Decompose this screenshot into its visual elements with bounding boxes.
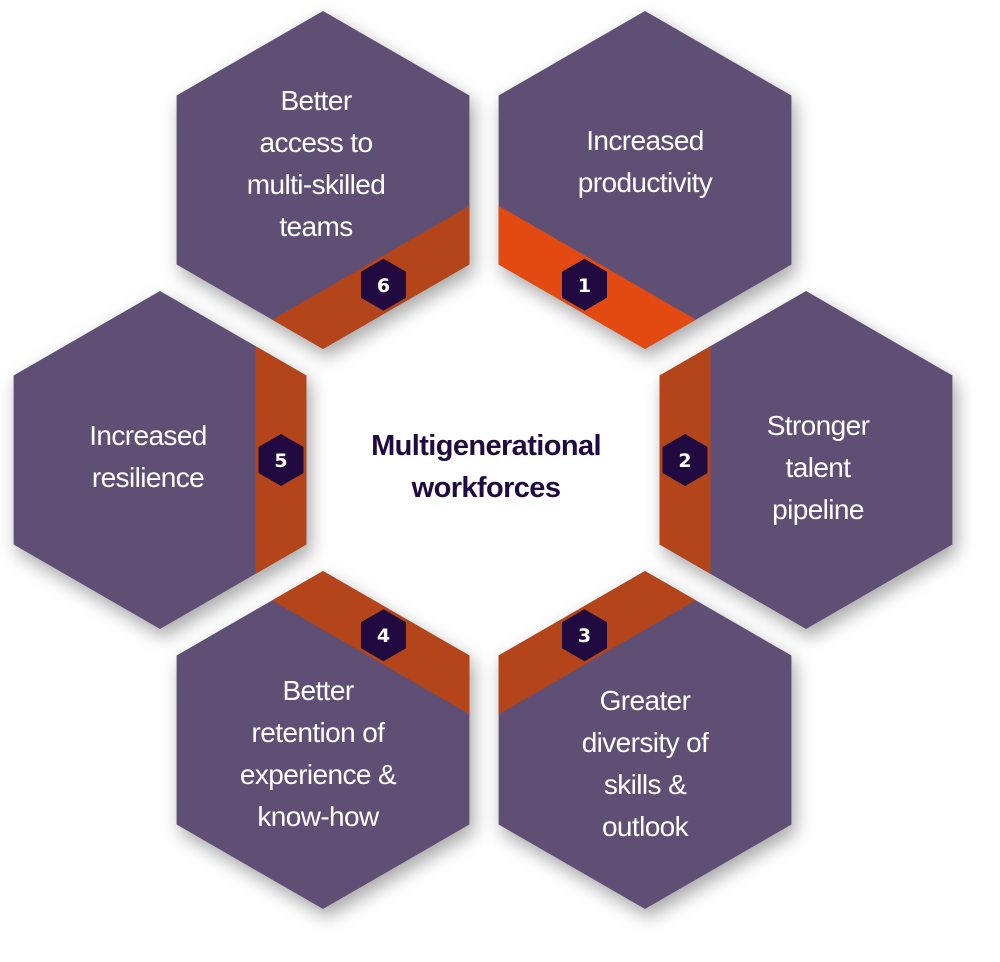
number-badge-icon	[662, 434, 708, 486]
hexagon-label-line: resilience	[92, 462, 204, 493]
hexagon-label-line: multi-skilled	[247, 169, 385, 200]
center-title-line-1: Multigenerational	[371, 430, 601, 462]
number-badge-icon	[562, 609, 607, 662]
hexagon-label-line: outlook	[602, 811, 690, 842]
hexagon-label-line: Stronger	[767, 410, 870, 441]
hexagon-item-1: 1 Increased productivity	[498, 11, 792, 349]
hexagon-shape	[659, 291, 953, 629]
hexagon-label-line: experience &	[240, 759, 397, 790]
hexagon-label-line: know-how	[257, 801, 380, 832]
hexagon-label-line: pipeline	[772, 494, 864, 525]
hexagon-item-6: 6 Better access to multi-skilled teams	[176, 11, 470, 349]
number-badge-icon	[361, 258, 406, 311]
center-title-line-2: workforces	[411, 472, 561, 504]
hexagon-label-line: diversity of	[582, 727, 709, 758]
hexagon-label-line: Increased	[586, 125, 704, 156]
hexagon-label-line: access to	[260, 127, 373, 158]
number-badge-label: 3	[578, 625, 591, 647]
number-badge-label: 4	[377, 625, 390, 647]
hexagon-label-line: skills &	[604, 769, 687, 800]
number-badge-label: 2	[678, 450, 691, 472]
hexagon-label-line: Better	[282, 675, 353, 706]
number-badge-label: 1	[578, 275, 591, 297]
number-badge-icon	[361, 609, 406, 662]
hexagon-label-line: talent	[786, 452, 852, 483]
hexagon-label-line: retention of	[252, 717, 386, 748]
hexagon-shape	[13, 291, 307, 629]
number-badge-icon	[258, 434, 304, 486]
number-badge-icon	[562, 258, 607, 311]
hexagon-label-line: Greater	[600, 685, 691, 716]
number-badge-label: 5	[274, 450, 287, 472]
hexagon-label-line: productivity	[578, 167, 713, 198]
hexagon-label-line: Increased	[89, 420, 207, 451]
hexagon-label-line: teams	[279, 211, 352, 242]
hexagon-label-line: Better	[280, 85, 351, 116]
number-badge-label: 6	[377, 275, 390, 297]
